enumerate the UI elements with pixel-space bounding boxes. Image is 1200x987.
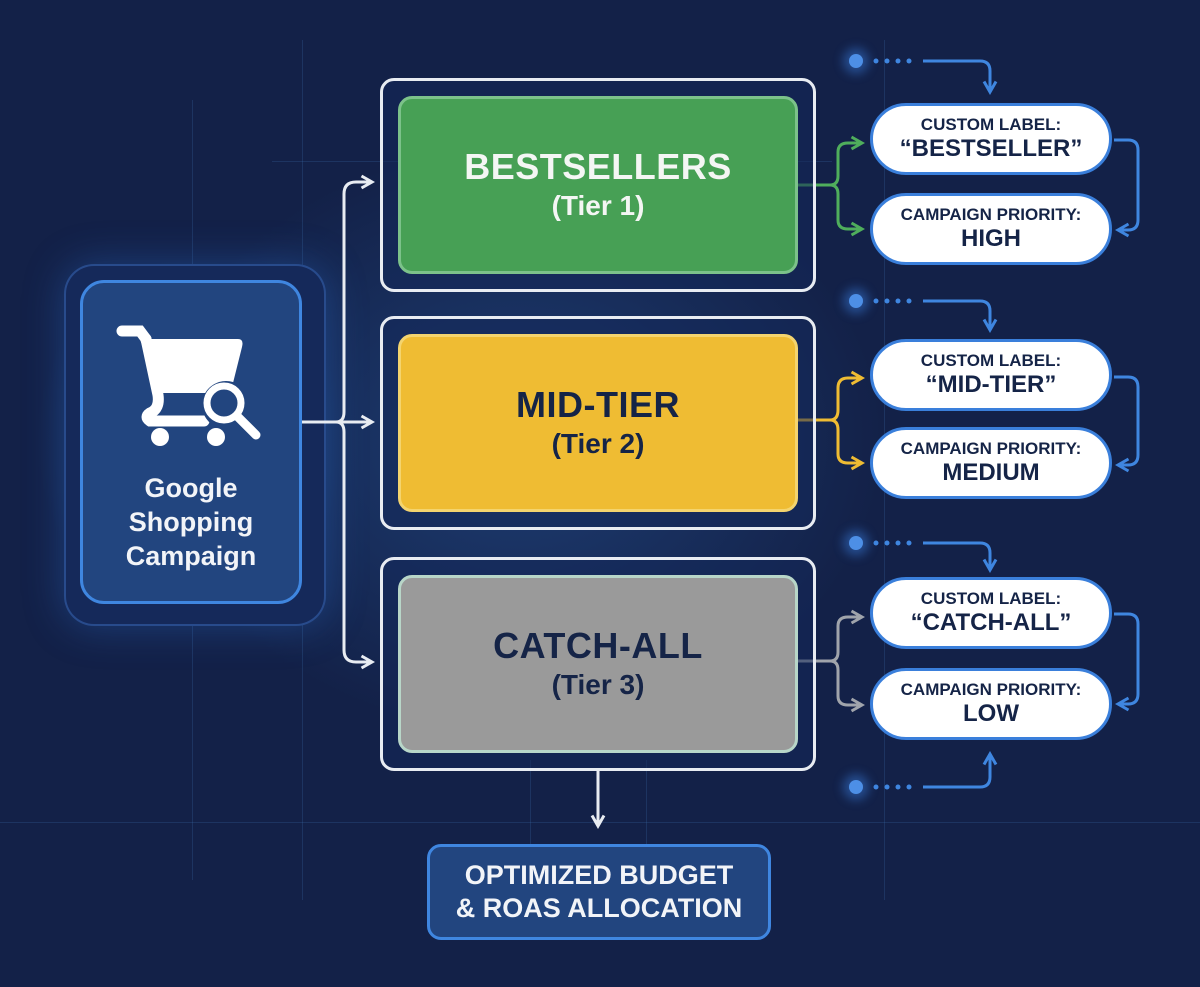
result-line-1: OPTIMIZED BUDGET: [464, 860, 734, 890]
custom-label-value: “CATCH-ALL”: [910, 609, 1072, 636]
tier-2-branch: [798, 370, 866, 471]
data-node-dot: [849, 54, 863, 68]
tier-3-sub: (Tier 3): [551, 669, 645, 700]
tier-2-box: MID-TIER (Tier 2): [398, 334, 798, 512]
custom-label-heading: CUSTOM LABEL:: [920, 589, 1062, 608]
tier-3-box: CATCH-ALL (Tier 3): [398, 575, 798, 753]
data-node-dot: [849, 294, 863, 308]
priority-heading: CAMPAIGN PRIORITY:: [900, 205, 1082, 224]
tier-1-name: BESTSELLERS: [464, 146, 732, 187]
source-node-google-shopping-campaign: Google Shopping Campaign: [80, 280, 302, 604]
custom-label-heading: CUSTOM LABEL:: [920, 115, 1062, 134]
source-to-tier-connectors: [302, 174, 376, 670]
custom-label-heading: CUSTOM LABEL:: [920, 351, 1062, 370]
tier-2-sub: (Tier 2): [551, 428, 645, 459]
connector-to-tier-1: [302, 174, 376, 424]
tier-3-custom-label-pill: CUSTOM LABEL: “CATCH-ALL”: [870, 577, 1112, 649]
priority-value: LOW: [963, 700, 1019, 727]
custom-label-value: “BESTSELLER”: [899, 135, 1083, 162]
grid-line: [530, 760, 531, 850]
tier-3-priority-pill: CAMPAIGN PRIORITY: LOW: [870, 668, 1112, 740]
tier-3-name: CATCH-ALL: [493, 625, 703, 666]
tier-1-custom-label-pill: CUSTOM LABEL: “BESTSELLER”: [870, 103, 1112, 175]
data-node-dot: [849, 536, 863, 550]
tier-2-name: MID-TIER: [516, 384, 680, 425]
tier-2-priority-pill: CAMPAIGN PRIORITY: MEDIUM: [870, 427, 1112, 499]
result-optimized-budget-roas: OPTIMIZED BUDGET & ROAS ALLOCATION: [427, 844, 771, 940]
tier-1-sub: (Tier 1): [551, 190, 645, 221]
custom-label-value: “MID-TIER”: [925, 371, 1057, 398]
connector-to-tier-3: [335, 420, 376, 670]
shopping-cart-search-icon: [116, 325, 261, 446]
tier-2-custom-label-pill: CUSTOM LABEL: “MID-TIER”: [870, 339, 1112, 411]
grid-line: [646, 760, 647, 850]
tier-1-branch: [798, 135, 866, 237]
priority-value: MEDIUM: [942, 459, 1040, 486]
priority-heading: CAMPAIGN PRIORITY:: [900, 680, 1082, 699]
tier-3-branch: [798, 609, 866, 713]
result-line-2: & ROAS ALLOCATION: [455, 893, 743, 923]
priority-heading: CAMPAIGN PRIORITY:: [900, 439, 1082, 458]
tier-1-box: BESTSELLERS (Tier 1): [398, 96, 798, 274]
data-node-connectors: [873, 58, 998, 790]
data-node-dot: [849, 780, 863, 794]
source-title: Google Shopping Campaign: [125, 473, 257, 571]
label-to-priority-connectors: [1114, 138, 1140, 712]
priority-value: HIGH: [961, 225, 1021, 252]
tier-1-priority-pill: CAMPAIGN PRIORITY: HIGH: [870, 193, 1112, 265]
